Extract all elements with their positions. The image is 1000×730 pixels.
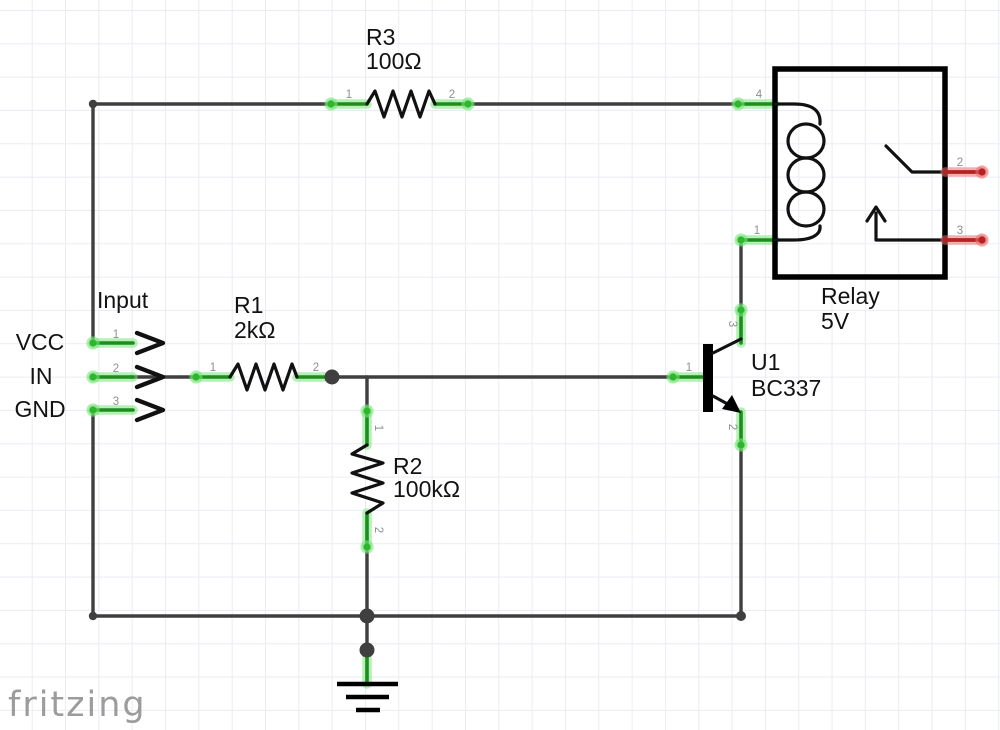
resistor-zigzag-icon <box>365 89 437 119</box>
endpoint-base[interactable] <box>666 370 680 384</box>
input-pin-name-gnd: GND <box>14 396 65 422</box>
junction-dots <box>88 99 746 658</box>
input-pin1-number: 1 <box>113 329 119 341</box>
junction-r1-r2-base[interactable] <box>324 369 340 385</box>
component-r2[interactable]: R2 100kΩ 1 2 <box>350 425 460 533</box>
bendpoint-bottom-left[interactable] <box>88 611 98 621</box>
bendpoint-top-left[interactable] <box>88 99 98 109</box>
endpoint-in[interactable] <box>86 370 100 384</box>
component-r3[interactable]: R3 100Ω 1 2 <box>346 24 455 119</box>
relay-pin3-number: 3 <box>957 225 963 237</box>
input-pin-name-in: IN <box>30 363 53 389</box>
component-relay[interactable]: Relay 5V 4 1 2 3 <box>754 66 989 334</box>
r3-pin2-number: 2 <box>449 89 455 101</box>
input-pin3-number: 3 <box>113 396 119 408</box>
relay-pin3-terminal[interactable] <box>940 233 989 247</box>
u1-value[interactable]: BC337 <box>751 375 821 401</box>
endpoint-emitter[interactable] <box>734 438 748 452</box>
relay-armature-arrow-icon <box>865 205 947 242</box>
input-label[interactable]: Input <box>97 287 149 313</box>
relay-pin2-number: 2 <box>957 157 963 169</box>
relay-coil-entry-icon <box>773 102 822 126</box>
relay-pin4-number: 4 <box>756 89 763 101</box>
resistor-zigzag-icon <box>350 443 385 515</box>
endpoint-r3-1[interactable] <box>324 97 338 111</box>
input-pin2-number: 2 <box>113 363 119 375</box>
relay-coil-loop-icon <box>786 122 826 160</box>
u1-collector-pin-number: 3 <box>726 321 738 327</box>
endpoint-vcc[interactable] <box>86 336 100 350</box>
fritzing-watermark: fritzing <box>8 685 147 725</box>
r1-pin1-number: 1 <box>210 362 216 374</box>
component-r1[interactable]: R1 2kΩ 1 2 <box>210 292 319 392</box>
endpoint-gnd[interactable] <box>86 403 100 417</box>
endpoint-r2-2[interactable] <box>360 540 374 554</box>
junction-ground-stub[interactable] <box>359 642 375 658</box>
u1-emitter-pin-number: 2 <box>726 424 738 430</box>
connected-pin-legs <box>88 99 780 689</box>
junction-bus-ground[interactable] <box>359 608 375 624</box>
component-u1-transistor[interactable]: U1 BC337 1 3 2 <box>686 321 822 430</box>
r3-value[interactable]: 100Ω <box>366 48 422 74</box>
relay-coil-loop-icon <box>786 156 826 194</box>
transistor-collector-lead-icon <box>711 337 743 355</box>
relay-coil-loop-icon <box>786 190 826 228</box>
input-pin3-arrow-icon <box>134 397 166 423</box>
r1-pin2-number: 2 <box>313 362 319 374</box>
input-pin1-arrow-icon <box>134 330 166 356</box>
u1-base-pin-number: 1 <box>686 362 692 374</box>
bendpoint-bottom-right[interactable] <box>736 611 746 621</box>
component-ground-symbol[interactable] <box>337 681 398 713</box>
relay-value[interactable]: 5V <box>821 308 850 334</box>
transistor-emitter-arrow-icon <box>722 395 741 413</box>
input-pin2-arrow-icon <box>134 364 166 390</box>
relay-pin2-terminal[interactable] <box>940 165 989 179</box>
r2-pin2-number: 2 <box>372 527 384 533</box>
endpoint-r2-1[interactable] <box>360 404 374 418</box>
r2-pin1-number: 1 <box>372 425 384 431</box>
wire-endpoints <box>86 97 748 554</box>
relay-designator[interactable]: Relay <box>821 283 880 309</box>
r1-value[interactable]: 2kΩ <box>234 317 276 343</box>
r3-pin1-number: 1 <box>346 89 352 101</box>
input-pin-name-vcc: VCC <box>16 329 65 355</box>
component-input-header[interactable]: Input VCC IN GND 1 2 3 <box>14 287 166 423</box>
endpoint-r3-2[interactable] <box>461 97 475 111</box>
endpoint-collector[interactable] <box>734 303 748 317</box>
endpoint-relay-1[interactable] <box>734 233 748 247</box>
r3-designator[interactable]: R3 <box>366 24 395 50</box>
r2-value[interactable]: 100kΩ <box>393 476 460 502</box>
resistor-zigzag-icon <box>228 362 299 392</box>
transistor-base-bar-icon <box>703 344 713 412</box>
endpoint-r1-1[interactable] <box>189 370 203 384</box>
endpoint-relay-4[interactable] <box>731 97 745 111</box>
relay-switch-contact-icon <box>884 144 947 174</box>
relay-pin1-number: 1 <box>754 225 760 237</box>
r2-designator[interactable]: R2 <box>393 453 422 479</box>
relay-coil-exit-icon <box>773 224 822 242</box>
r1-designator[interactable]: R1 <box>234 292 263 318</box>
u1-designator[interactable]: U1 <box>751 349 780 375</box>
